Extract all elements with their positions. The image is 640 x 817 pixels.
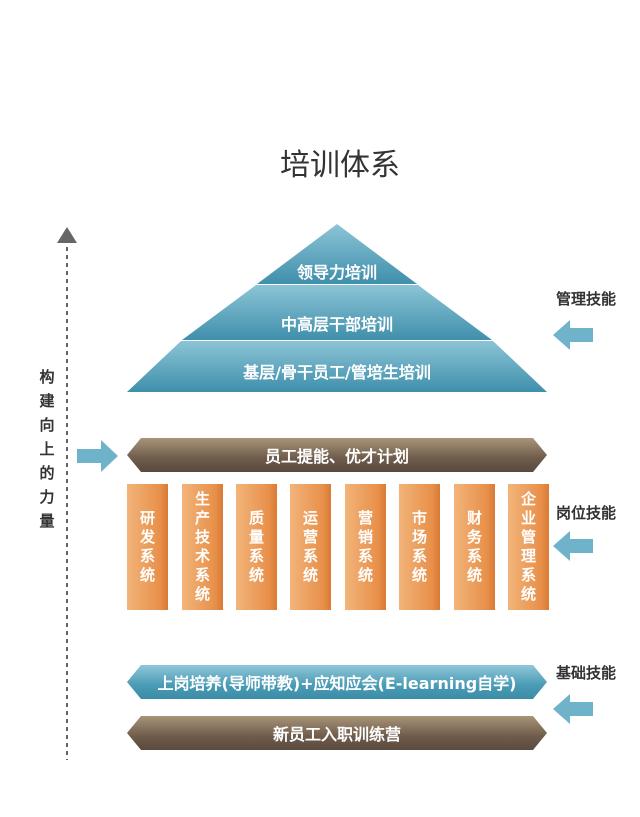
system-column: 生产技术系统 [182, 484, 223, 610]
basic-skills-label: 基础技能 [556, 664, 617, 682]
system-column: 营销系统 [345, 484, 386, 610]
side-label: 构建向上的力量 [39, 368, 55, 530]
system-column-label: 运营系统 [302, 509, 318, 584]
system-column-label: 研发系统 [139, 509, 155, 584]
system-column: 财务系统 [454, 484, 495, 610]
left-arrow-icon [553, 694, 593, 724]
left-arrow-icon [553, 531, 593, 561]
page-title: 培训体系 [280, 148, 400, 183]
system-column: 企业管理系统 [508, 484, 549, 610]
system-column: 运营系统 [290, 484, 331, 610]
pyramid-tier-1-label: 领导力培训 [296, 263, 377, 282]
pyramid [127, 224, 547, 392]
new-hire-bar: 新员工入职训练营 [127, 716, 547, 750]
system-column: 市场系统 [399, 484, 440, 610]
system-column-label: 质量系统 [248, 509, 264, 584]
pyramid-tier-2-label: 中高层干部培训 [280, 315, 393, 334]
system-column: 质量系统 [236, 484, 277, 610]
system-column-label: 市场系统 [411, 509, 427, 584]
position-skills-label: 岗位技能 [556, 504, 617, 522]
pyramid-tier-3 [127, 341, 547, 392]
pyramid-tier-1 [257, 224, 417, 284]
system-column-label: 企业管理系统 [520, 490, 536, 603]
system-column: 研发系统 [127, 484, 168, 610]
upward-arrow-icon [57, 227, 77, 760]
system-column-label: 营销系统 [357, 509, 373, 584]
left-arrow-icon [553, 320, 593, 350]
onboarding-bar: 上岗培养(导师带教)+应知应会(E-learning自学) [127, 665, 547, 699]
system-column-label: 生产技术系统 [194, 490, 210, 603]
right-arrow-icon [77, 440, 118, 472]
pyramid-tier-2 [182, 285, 492, 340]
talent-plan-bar: 员工提能、优才计划 [127, 438, 547, 472]
system-column-label: 财务系统 [466, 509, 482, 584]
pyramid-tier-3-label: 基层/骨干员工/管培生培训 [243, 363, 431, 382]
management-skills-label: 管理技能 [556, 290, 617, 308]
